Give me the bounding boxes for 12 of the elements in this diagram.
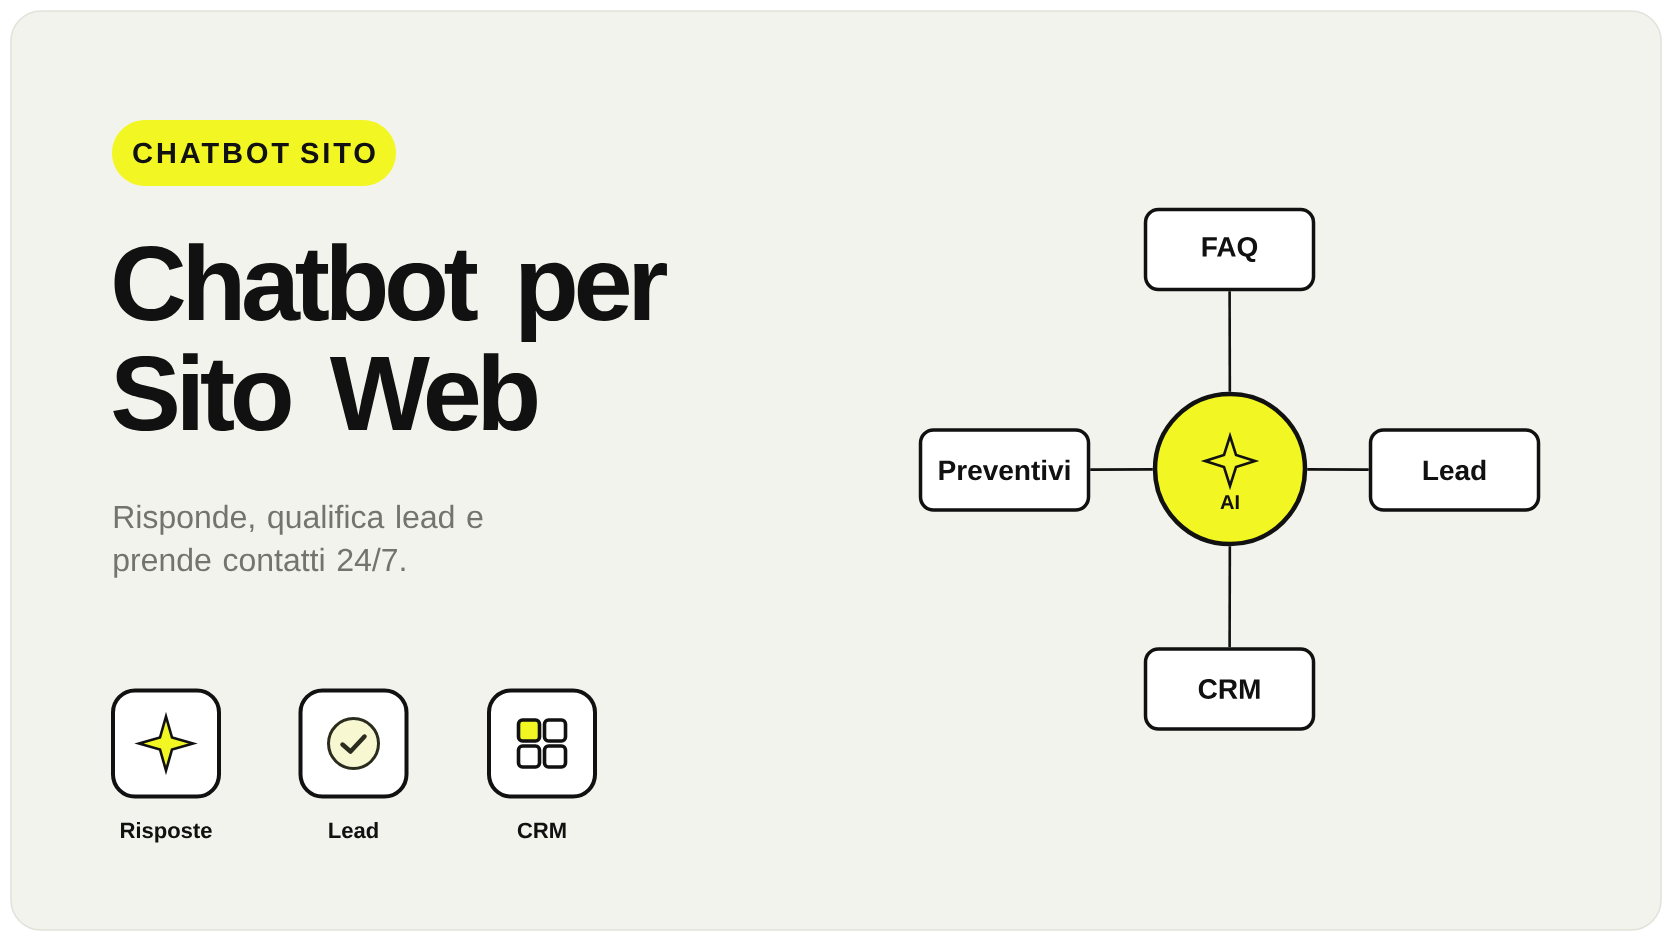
- connector-line: [1090, 468, 1153, 471]
- connector-line: [1228, 546, 1232, 648]
- tag-pill: CHATBOT SITO: [112, 120, 396, 186]
- connector-line: [1307, 468, 1369, 471]
- label-box: CRM: [1143, 647, 1316, 731]
- icon-tile: Risposte: [111, 688, 221, 843]
- subtitle: Risponde, qualifica lead e prende contatti 24/7.: [114, 504, 483, 578]
- title: Chatbot per Sito Web: [113, 243, 667, 432]
- label-box: FAQ: [1143, 207, 1316, 292]
- connector-line: [1228, 291, 1232, 392]
- label-box: Lead: [1368, 428, 1541, 512]
- label-box: Preventivi: [918, 428, 1091, 512]
